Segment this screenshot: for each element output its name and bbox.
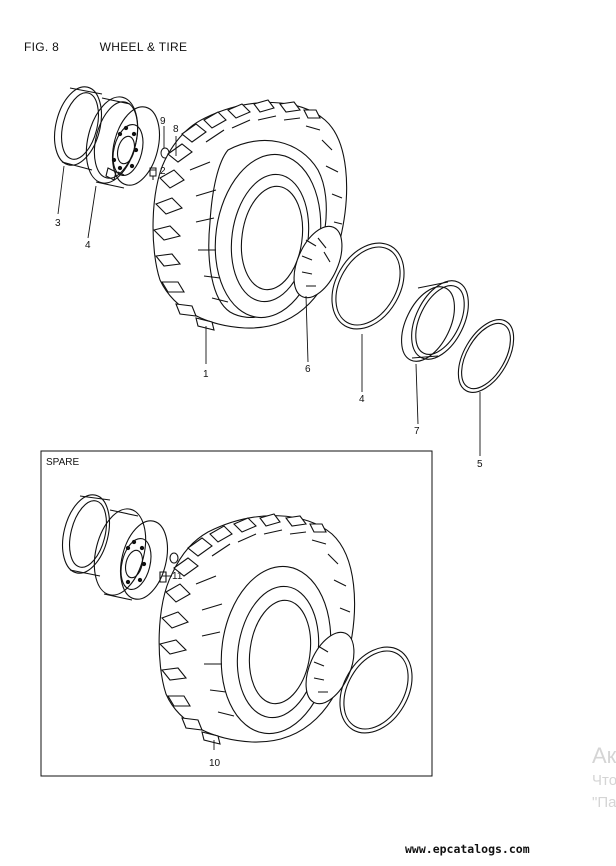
callout-6: 6 <box>305 364 311 375</box>
callout-7: 7 <box>414 426 420 437</box>
flap-part-6 <box>293 225 343 299</box>
spare-rim-ring <box>62 494 111 577</box>
callout-8: 8 <box>173 124 179 135</box>
rim-band-part-7 <box>401 280 469 362</box>
callout-4-rim: 4 <box>85 240 91 251</box>
callout-3: 3 <box>55 218 61 229</box>
spare-tire <box>158 513 356 745</box>
callout-11: 11 <box>172 571 183 582</box>
lock-ring-part-5 <box>457 319 515 393</box>
footer-url[interactable]: www.epcatalogs.com <box>405 842 530 856</box>
side-ring-part-4 <box>331 242 405 330</box>
callout-10: 10 <box>209 758 221 769</box>
spare-side-ring <box>339 646 413 734</box>
tire-part-1 <box>152 99 348 331</box>
callout-1: 1 <box>203 369 209 380</box>
callout-4-ring: 4 <box>359 394 365 405</box>
watermark-line-3: "Па <box>592 794 616 811</box>
spare-assembly-box: SPARE <box>40 450 433 777</box>
figure-number: FIG. 8 <box>24 40 60 54</box>
figure-title: WHEEL & TIRE <box>99 40 188 54</box>
leader-lines-spare <box>162 575 215 750</box>
watermark-text: Ак Что "Па <box>592 742 616 814</box>
rim-ring-part-3 <box>54 86 103 171</box>
leader-lines-main <box>57 126 481 456</box>
wheel-disc-part-4 <box>85 96 160 189</box>
spare-wheel-disc <box>93 508 189 601</box>
callout-2: 2 <box>160 166 166 177</box>
main-assembly: 3 4 1 6 4 7 5 9 8 2 <box>54 86 515 470</box>
watermark-line-2: Что <box>592 772 616 789</box>
figure-header: FIG. 8 WHEEL & TIRE <box>24 40 187 54</box>
callout-9: 9 <box>160 116 166 127</box>
callout-5: 5 <box>477 459 483 470</box>
spare-flap <box>305 631 355 705</box>
spare-label: SPARE <box>46 457 79 468</box>
watermark-line-1: Ак <box>592 743 616 768</box>
